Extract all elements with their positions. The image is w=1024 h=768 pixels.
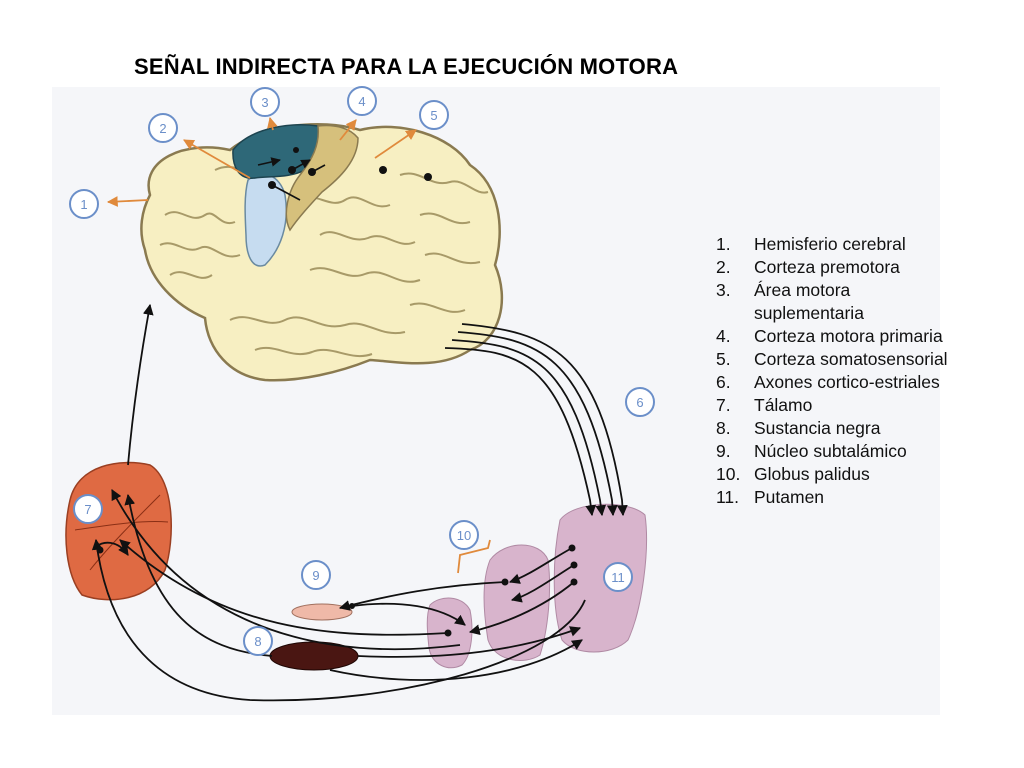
svg-text:1: 1 — [80, 197, 87, 212]
callout-6: 6 — [625, 387, 655, 417]
legend-item-2: 2. Corteza premotora — [716, 256, 956, 279]
callout-1: 1 — [69, 189, 99, 219]
globus-pallidus — [483, 544, 551, 661]
legend-item-9: 9. Núcleo subtalámico — [716, 440, 956, 463]
brain-hemisphere — [140, 123, 504, 382]
svg-text:11: 11 — [611, 570, 625, 585]
callout-10: 10 — [449, 520, 479, 550]
callout-5: 5 — [419, 100, 449, 130]
svg-text:8: 8 — [254, 634, 261, 649]
legend-item-1: 1. Hemisferio cerebral — [716, 233, 956, 256]
legend-number: 8. — [716, 418, 731, 438]
legend-text: Corteza premotora — [754, 257, 900, 277]
legend-text: Núcleo subtalámico — [754, 441, 907, 461]
diagram-title: SEÑAL INDIRECTA PARA LA EJECUCIÓN MOTORA — [134, 54, 679, 79]
pathway-lines — [91, 303, 628, 702]
callout-7: 7 — [73, 494, 103, 524]
legend-text: Corteza motora primaria — [754, 326, 943, 346]
legend-number: 4. — [716, 326, 731, 346]
callout-4: 4 — [347, 86, 377, 116]
svg-text:5: 5 — [430, 108, 437, 123]
legend-item-6: 6. Axones cortico-estriales — [716, 371, 956, 394]
legend-text: Área motora suplementaria — [754, 280, 864, 323]
legend-text: Tálamo — [754, 395, 813, 415]
legend-item-4: 4. Corteza motora primaria — [716, 325, 956, 348]
callout-11: 11 — [603, 562, 633, 592]
svg-text:4: 4 — [358, 94, 365, 109]
callout-9: 9 — [301, 560, 331, 590]
svg-text:9: 9 — [312, 568, 319, 583]
svg-text:10: 10 — [457, 528, 471, 543]
legend: 1. Hemisferio cerebral 2. Corteza premotor… — [716, 233, 956, 509]
legend-text: Corteza somatosensorial — [754, 349, 948, 369]
legend-number: 9. — [716, 441, 731, 461]
legend-item-7: 7. Tálamo — [716, 394, 956, 417]
svg-text:7: 7 — [84, 502, 91, 517]
callout-8: 8 — [243, 626, 273, 656]
legend-item-8: 8. Sustancia negra — [716, 417, 956, 440]
legend-text: Axones cortico-estriales — [754, 372, 940, 392]
legend-text: Sustancia negra — [754, 418, 881, 438]
legend-item-10: 10. Globus palidus — [716, 463, 956, 486]
legend-number: 3. — [716, 280, 731, 300]
legend-item-11: 11. Putamen — [716, 486, 956, 509]
legend-number: 10. — [716, 464, 741, 484]
svg-text:2: 2 — [159, 121, 166, 136]
legend-number: 7. — [716, 395, 731, 415]
legend-number: 11. — [716, 487, 740, 507]
callout-labels: 1 2 3 4 5 6 7 8 9 10 11 — [69, 86, 655, 656]
thalamus — [65, 461, 172, 601]
legend-item-3: 3. Área motora suplementaria — [716, 279, 956, 325]
premotor-region — [244, 173, 287, 267]
legend-text: Putamen — [754, 487, 825, 507]
legend-number: 1. — [716, 234, 731, 254]
primary-motor-region — [285, 124, 359, 232]
callout-2: 2 — [148, 113, 178, 143]
callout-3: 3 — [250, 87, 280, 117]
subthalamic-nucleus — [291, 603, 353, 621]
callout-arrows — [106, 116, 491, 574]
legend-number: 2. — [716, 257, 731, 277]
legend-item-5: 5. Corteza somatosensorial — [716, 348, 956, 371]
legend-number: 6. — [716, 372, 731, 392]
svg-text:3: 3 — [261, 95, 268, 110]
legend-text: Hemisferio cerebral — [754, 234, 906, 254]
legend-number: 5. — [716, 349, 731, 369]
legend-text: Globus palidus — [754, 464, 870, 484]
svg-text:6: 6 — [636, 395, 643, 410]
